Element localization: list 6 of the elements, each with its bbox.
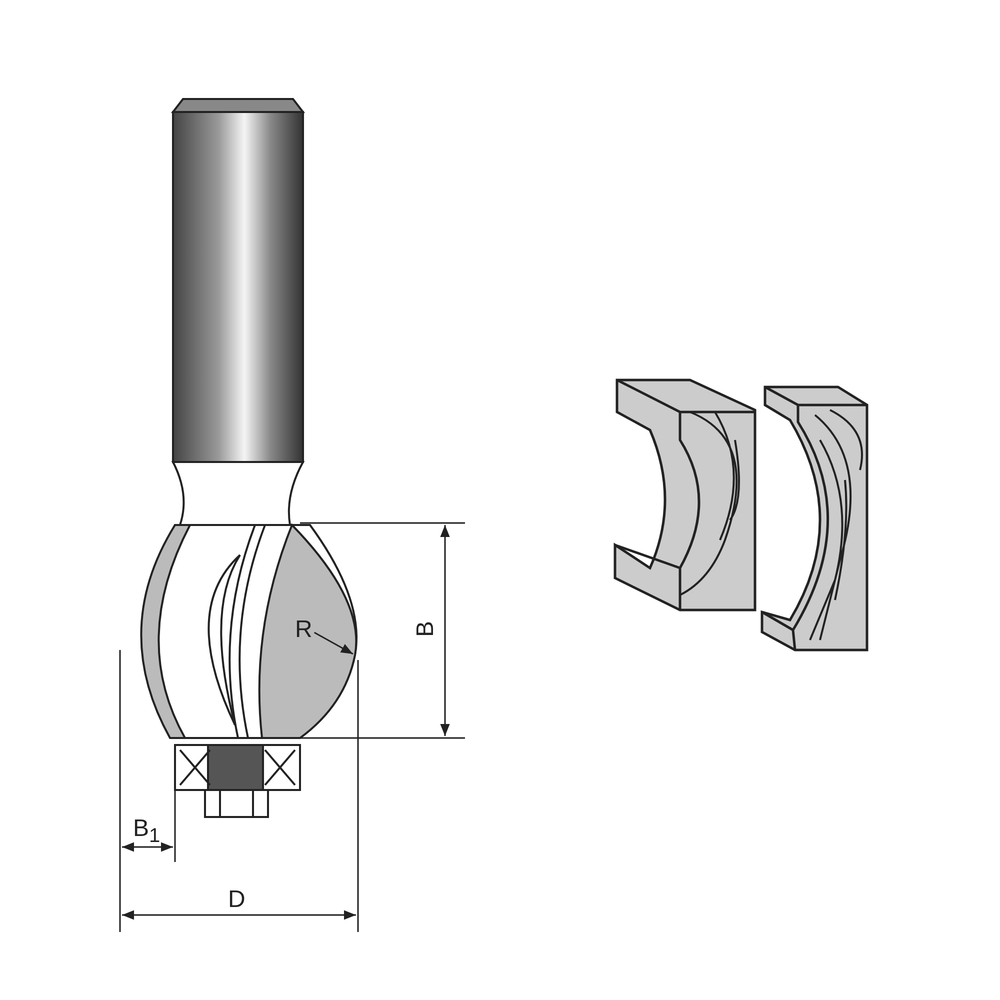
dimension-label: B bbox=[414, 621, 438, 637]
radius-label: R bbox=[295, 616, 312, 643]
dimension-label: D bbox=[228, 888, 246, 912]
leader-line bbox=[314, 632, 354, 655]
router-bit-drawing bbox=[140, 98, 358, 818]
dimension-label: B$_{1}$ bbox=[133, 817, 160, 846]
